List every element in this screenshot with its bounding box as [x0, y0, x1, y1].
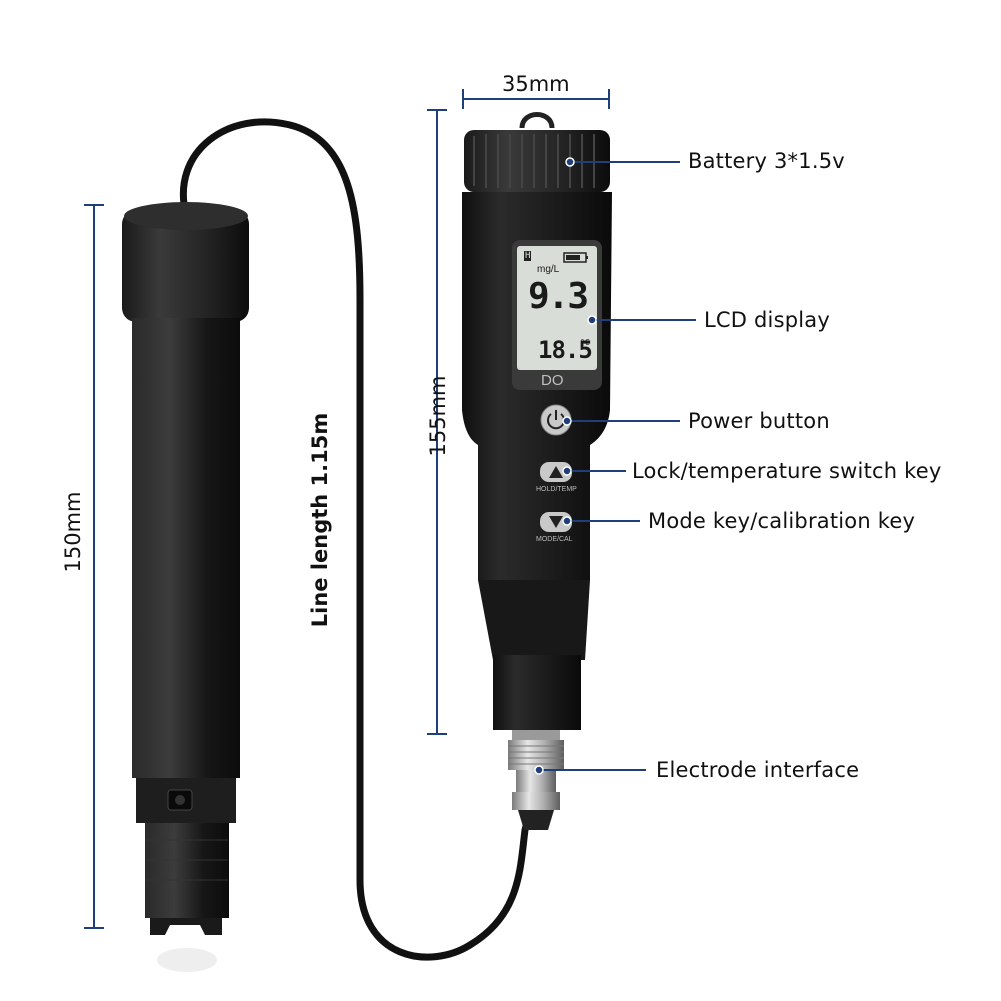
mode-cal-label: MODE/CAL [536, 536, 573, 543]
lcd-temp-unit: °C [580, 338, 590, 347]
probe-height-label: 150mm [61, 491, 85, 573]
battery-callout: Battery 3*1.5v [688, 149, 845, 173]
callout-dots [534, 157, 597, 775]
lcd-reading: 9.3 [528, 276, 589, 317]
hold-temp-label: HOLD/TEMP [536, 486, 577, 493]
lcd-temperature: 18.5 [538, 336, 593, 364]
lock-callout: Lock/temperature switch key [632, 459, 942, 483]
meter-device [462, 112, 612, 830]
model-label: DO [541, 372, 564, 389]
probe-cable [179, 118, 534, 961]
do-probe [122, 202, 249, 972]
up-triangle-icon [549, 466, 563, 478]
lcd-unit: mg/L [537, 264, 560, 275]
dimension-lines [84, 89, 610, 929]
meter-height-label: 155mm [426, 375, 450, 457]
line-length-label: Line length 1.15m [308, 412, 332, 628]
callout-lines [539, 161, 696, 771]
lcd-screen [517, 246, 597, 370]
width-dimension-label: 35mm [502, 72, 570, 96]
lcd-callout: LCD display [704, 308, 830, 332]
mode-callout: Mode key/calibration key [648, 509, 916, 533]
electrode-callout: Electrode interface [656, 758, 860, 782]
lcd-hold-indicator: H [524, 251, 532, 261]
down-triangle-icon [549, 516, 563, 528]
power-callout: Power button [688, 409, 830, 433]
